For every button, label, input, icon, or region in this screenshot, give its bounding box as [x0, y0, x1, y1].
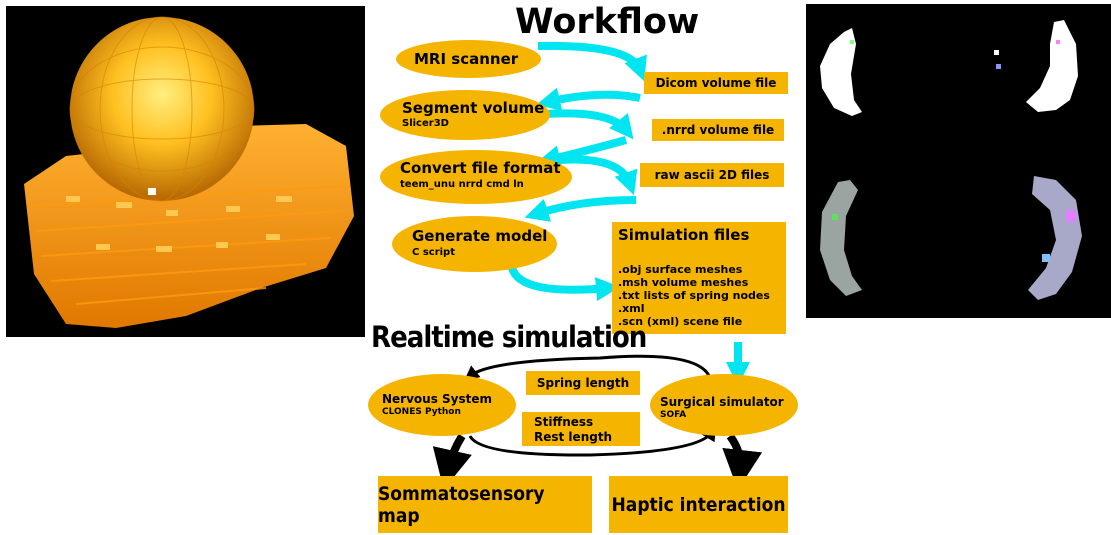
step-subtitle: teem_unu nrrd cmd ln	[400, 179, 524, 190]
simulation-file-item: .xml	[618, 302, 645, 315]
step-mri-scanner: MRI scanner	[396, 40, 541, 78]
step-title: MRI scanner	[414, 50, 519, 68]
mri-slices-graphic	[820, 20, 1082, 300]
node-subtitle: CLONES Python	[382, 407, 461, 417]
spring-length-label: Spring length	[526, 371, 640, 395]
step-subtitle: Slicer3D	[402, 118, 449, 129]
mri-slices-panel	[806, 4, 1111, 318]
step-segment-volume: Segment volume Slicer3D	[380, 90, 550, 140]
stiffness-box: Stiffness Rest length	[522, 412, 640, 446]
haptic-interaction-box: Haptic interaction	[609, 476, 788, 533]
step-title: Generate model	[412, 227, 548, 245]
step-subtitle: C script	[412, 247, 455, 258]
3d-model-render	[6, 6, 365, 337]
simulation-files-title: Simulation files	[618, 226, 750, 244]
step-title: Convert file format	[400, 159, 561, 177]
file-raw-ascii: raw ascii 2D files	[640, 163, 784, 187]
sommatosensory-map-box: Sommatosensory map	[378, 476, 592, 533]
simulation-file-item: .txt lists of spring nodes	[618, 289, 770, 302]
realtime-title: Realtime simulation	[371, 320, 647, 354]
workflow-title: Workflow	[515, 2, 700, 42]
file-nrrd: .nrrd volume file	[652, 119, 784, 141]
simulation-file-item: .scn (xml) scene file	[618, 315, 743, 328]
simulation-file-item: .msh volume meshes	[618, 276, 749, 289]
3d-model-graphic	[24, 16, 354, 328]
node-title: Surgical simulator	[660, 395, 784, 409]
file-dicom: Dicom volume file	[644, 72, 788, 94]
step-convert-file-format: Convert file format teem_unu nrrd cmd ln	[380, 150, 572, 204]
simulation-files-box: Simulation files .obj surface meshes .ms…	[612, 222, 786, 334]
node-title: Nervous System	[382, 392, 493, 406]
simulation-file-item: .obj surface meshes	[618, 263, 743, 276]
surgical-simulator-node: Surgical simulator SOFA	[650, 374, 798, 436]
node-subtitle: SOFA	[660, 410, 687, 420]
step-title: Segment volume	[402, 99, 545, 117]
stiffness-label: Stiffness	[534, 415, 594, 429]
step-generate-model: Generate model C script	[392, 216, 557, 272]
rest-length-label: Rest length	[534, 430, 613, 444]
nervous-system-node: Nervous System CLONES Python	[368, 374, 516, 436]
